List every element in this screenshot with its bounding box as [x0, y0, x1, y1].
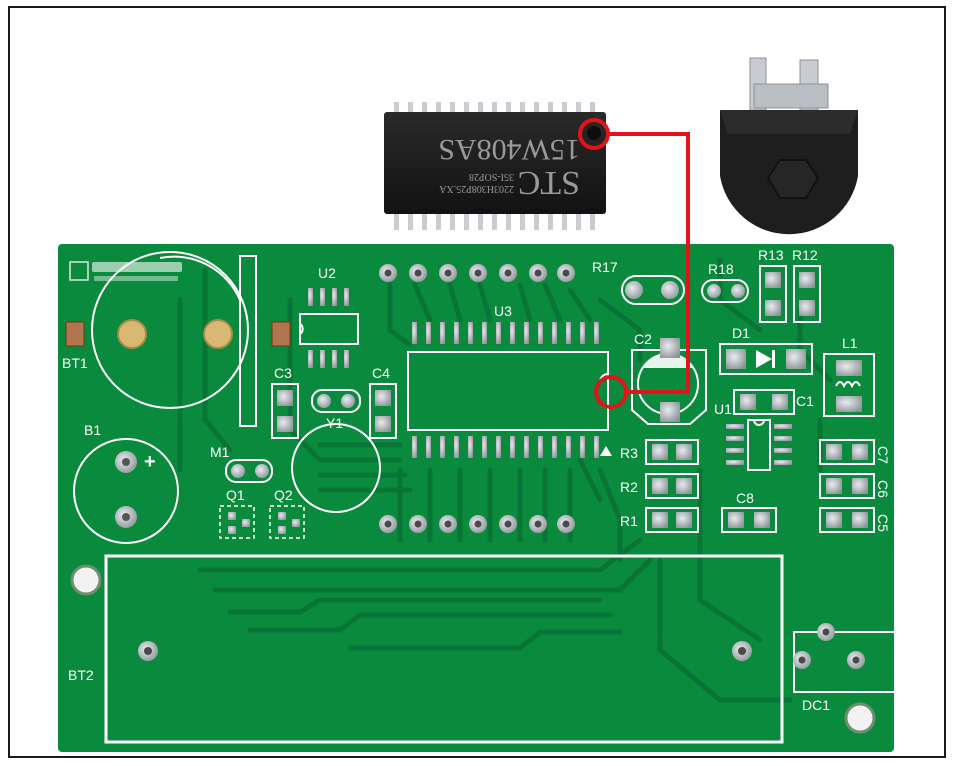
- label-b1: B1: [84, 422, 101, 438]
- u1-footprint: [726, 419, 792, 471]
- chip-lot: 2203H308P25.XA: [438, 183, 514, 194]
- label-c5: C5: [875, 514, 891, 532]
- dc1-jack-footprint: [793, 623, 894, 693]
- top-header-pads: [379, 264, 575, 282]
- label-q2: Q2: [274, 487, 293, 503]
- bt2-battery-outline: [104, 554, 784, 744]
- pcb-board: BT1 B1 + M1: [58, 244, 894, 752]
- c3-footprint: [271, 383, 299, 439]
- label-u3: U3: [494, 303, 512, 319]
- c4-footprint: [369, 383, 397, 439]
- chip-markings: STC 35I-SOP28 2203H308P25.XA 15W408AS: [438, 133, 580, 201]
- c8-footprint: [721, 507, 777, 533]
- r12-footprint: [793, 265, 821, 323]
- bottom-header-pads: [379, 515, 575, 533]
- r3-footprint: [645, 439, 699, 465]
- to92-component: [720, 57, 858, 235]
- label-c8: C8: [736, 490, 754, 506]
- label-c3: C3: [274, 365, 292, 381]
- q1-footprint: [219, 505, 255, 539]
- label-buzzer-plus: +: [144, 451, 156, 473]
- u2-footprint: [299, 288, 359, 368]
- label-c6: C6: [875, 480, 891, 498]
- stc-chip: STC 35I-SOP28 2203H308P25.XA 15W408AS: [384, 102, 606, 230]
- chip-body: [384, 112, 606, 214]
- label-c7: C7: [875, 446, 891, 464]
- bt1-battery-holder: [65, 251, 291, 427]
- red-circle-footprint-notch: [594, 375, 628, 409]
- label-c4: C4: [372, 365, 390, 381]
- r13-footprint: [759, 265, 787, 323]
- c1-footprint: [733, 389, 795, 415]
- chip-pins-top: [394, 102, 595, 116]
- c2-footprint: [631, 338, 707, 425]
- label-q1: Q1: [226, 487, 245, 503]
- red-annotation: [578, 118, 690, 409]
- label-r3: R3: [620, 445, 638, 461]
- manufacturer-logo: [69, 261, 182, 281]
- r2-footprint: [645, 473, 699, 499]
- label-d1: D1: [732, 325, 750, 341]
- label-r18: R18: [708, 261, 734, 277]
- label-l1: L1: [842, 335, 858, 351]
- label-y1: Y1: [326, 415, 343, 431]
- u3-footprint: [407, 322, 612, 458]
- r18-footprint: [701, 279, 749, 303]
- l1-footprint: [823, 353, 875, 417]
- label-c1: C1: [796, 393, 814, 409]
- r1-footprint: [645, 507, 699, 533]
- chip-pins-bottom: [394, 212, 595, 230]
- label-m1: M1: [210, 444, 230, 460]
- label-r2: R2: [620, 479, 638, 495]
- label-u1: U1: [714, 401, 732, 417]
- m1-footprint: [225, 459, 273, 483]
- label-c2: C2: [634, 331, 652, 347]
- label-bt1: BT1: [62, 355, 88, 371]
- label-u2: U2: [318, 265, 336, 281]
- label-dc1: DC1: [802, 697, 830, 713]
- chip-brand: STC: [518, 164, 580, 201]
- r17-footprint: [621, 275, 685, 305]
- mounting-holes: [70, 564, 876, 734]
- b1-buzzer-footprint: [73, 438, 179, 544]
- c6-footprint: [819, 473, 875, 499]
- board-substrate: [58, 244, 894, 752]
- label-bt2: BT2: [68, 667, 94, 683]
- chip-package: 35I-SOP28: [469, 171, 514, 182]
- red-connector-line: [606, 132, 690, 394]
- red-circle-chip-pin1: [578, 118, 610, 150]
- d1-footprint: [719, 343, 813, 375]
- c5-footprint: [819, 507, 875, 533]
- q2-footprint: [269, 505, 305, 539]
- chip-part-number: 15W408AS: [438, 133, 580, 166]
- image-frame: [8, 6, 946, 758]
- copper-traces: [177, 257, 833, 703]
- chip-pin1-dot: [587, 126, 601, 140]
- c7-footprint: [819, 439, 875, 465]
- label-r13: R13: [758, 247, 784, 263]
- label-r12: R12: [792, 247, 818, 263]
- y1-crystal-footprint: [291, 389, 381, 513]
- label-r17: R17: [592, 259, 618, 275]
- label-r1: R1: [620, 513, 638, 529]
